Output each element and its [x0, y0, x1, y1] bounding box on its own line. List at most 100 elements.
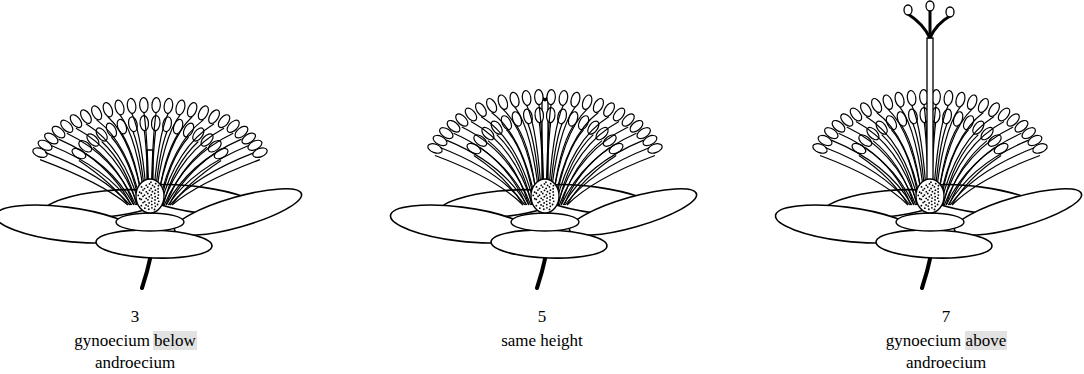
ovary-dot [539, 201, 541, 203]
ovary-dot [925, 191, 927, 193]
ovary-dot [934, 205, 936, 207]
flower [773, 1, 1084, 288]
ovary-dot [925, 197, 927, 199]
ovary-dot [543, 202, 545, 204]
ovary-dot [154, 196, 156, 198]
ovary-dot [147, 205, 149, 207]
stamen-filament [168, 145, 249, 205]
stamen-filament [942, 121, 1004, 205]
ovary-dot [937, 197, 939, 199]
ovary-dot [553, 194, 555, 196]
stamen-anther [152, 97, 161, 112]
ovary-dot [152, 191, 154, 193]
stamen-filament [462, 127, 531, 205]
ovary-dot [535, 199, 537, 201]
ovary-dot [544, 183, 546, 185]
stamen-filament [162, 128, 224, 205]
ovary-dot [158, 185, 160, 187]
ovary-dot [137, 195, 139, 197]
ovary-dot [546, 197, 548, 199]
style [927, 38, 933, 185]
ovary-dot [546, 200, 548, 202]
ovary-dot [931, 197, 933, 199]
ovary-dot [157, 204, 159, 206]
stamen-anther [139, 97, 148, 112]
ovary-dot [544, 189, 546, 191]
ovary-dot [927, 205, 929, 207]
ovary-dot [934, 199, 936, 201]
ovary-dot [935, 183, 937, 185]
receptacle [116, 213, 184, 231]
stamen-anther [569, 91, 581, 108]
ovary-dot [927, 193, 929, 195]
flower [0, 97, 306, 288]
stamen-filament [492, 112, 537, 205]
ovary-dot [931, 207, 933, 209]
ovary-dot [145, 197, 147, 199]
ovary-dot [539, 188, 541, 190]
ovary-dot [140, 205, 142, 207]
stamen-anther [894, 91, 906, 108]
stamen-filament [440, 148, 525, 205]
stamen-anther [1031, 142, 1048, 155]
ovary-dot [540, 184, 542, 186]
ovary [136, 179, 164, 213]
stamen-filament [164, 133, 233, 205]
ovary-dot [553, 185, 555, 187]
stamen-anther [496, 94, 509, 111]
ovary-dot [934, 186, 936, 188]
ovary-dot [148, 196, 150, 198]
ovary-dot [928, 196, 930, 198]
caption-text: same height [462, 330, 622, 352]
ovary-dot [920, 205, 922, 207]
ovary-dot [919, 191, 921, 193]
ovary-dot [925, 204, 927, 206]
ovary-dot [154, 202, 156, 204]
stamen-filament [946, 133, 1021, 205]
caption-text: gynoecium below androecium [55, 330, 215, 374]
ovary-dot [149, 189, 151, 191]
ovary-dot [924, 194, 926, 196]
ovary-dot [154, 186, 156, 188]
stamen-filament [554, 112, 599, 205]
stamen-filament [949, 148, 995, 205]
ovary-dot [549, 202, 551, 204]
ovary-dot [148, 208, 150, 210]
ovary-dot [139, 191, 141, 193]
ovary-dot [922, 202, 924, 204]
stamen-filament [435, 155, 523, 205]
ovary-dot [549, 193, 551, 195]
ovary-dot [922, 189, 924, 191]
ovary-dot [542, 193, 544, 195]
caption-text: gynoecium above androecium [866, 330, 1026, 374]
ovary-dot [546, 204, 548, 206]
stamen-filament [172, 160, 260, 205]
ovary-dot [937, 204, 939, 206]
ovary-dot [935, 189, 937, 191]
ovary-dot [924, 207, 926, 209]
ovary-dot [545, 181, 547, 183]
ovary-dot [154, 199, 156, 201]
ovary [531, 179, 559, 213]
ovary-dot [140, 192, 142, 194]
ovary-dot [158, 194, 160, 196]
ovary-dot [934, 202, 936, 204]
ovary-dot [537, 195, 539, 197]
stamen-anther [499, 114, 513, 131]
ovary-dot [928, 208, 930, 210]
ovary-dot [532, 195, 534, 197]
ovary [916, 179, 944, 213]
ovary-dot [932, 184, 934, 186]
ovary-dot [552, 197, 554, 199]
ovary-dot [154, 193, 156, 195]
ovary-dot [931, 204, 933, 206]
ovary-dot [144, 207, 146, 209]
ovary-dot [547, 191, 549, 193]
ovary-dot [929, 183, 931, 185]
ovary-dot [937, 188, 939, 190]
ovary-dot [917, 195, 919, 197]
ovary-dot [145, 191, 147, 193]
ovary-dot [142, 195, 144, 197]
ovary-dot [924, 201, 926, 203]
ovary-dot [550, 189, 552, 191]
